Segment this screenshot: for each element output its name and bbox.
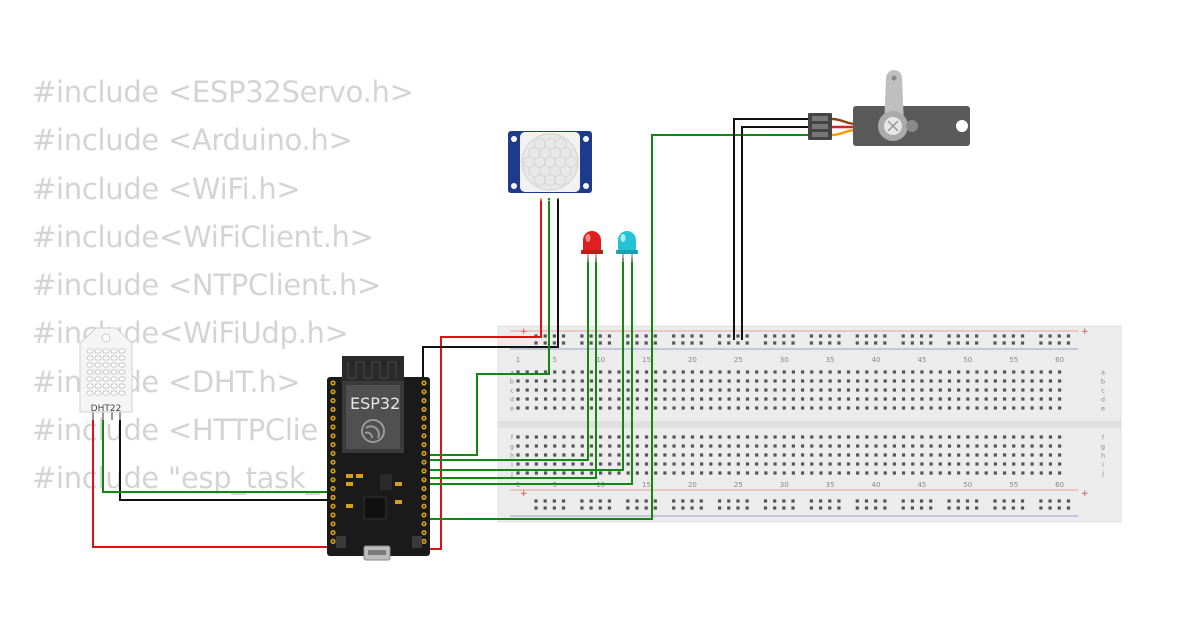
- breadboard-row-letter: i: [511, 461, 513, 469]
- wire-pir-data: [420, 198, 550, 456]
- led-red[interactable]: [581, 231, 603, 262]
- breadboard-row-letter: c: [510, 387, 514, 395]
- rail-plus-top-right: +: [1081, 327, 1089, 337]
- code-line: #include "esp_task_: [32, 461, 320, 496]
- wire-led-cyan-cathode: [420, 258, 633, 485]
- breadboard-column-number: 30: [780, 356, 789, 364]
- code-line: #include <Arduino.h>: [32, 123, 353, 158]
- breadboard-row-letter: h: [1101, 452, 1105, 460]
- breadboard-column-number: 35: [826, 356, 835, 364]
- wire-servo-gnd: [733, 118, 808, 340]
- wire-dht-vcc: [92, 415, 412, 548]
- esp32-board[interactable]: ESP32: [327, 356, 430, 561]
- breadboard-row-letter: e: [1101, 405, 1105, 413]
- breadboard-row-letter: d: [510, 396, 514, 404]
- esp32-pin-headers: [330, 380, 427, 545]
- breadboard-column-number: 55: [1009, 481, 1018, 489]
- wire-servo-signal: [420, 134, 808, 520]
- wire-pir-gnd: [422, 198, 559, 380]
- wire-led-cyan-anode: [420, 258, 624, 471]
- breadboard-column-number: 15: [642, 356, 651, 364]
- breadboard: 1155101015152020252530303535404045455050…: [497, 325, 1122, 523]
- pir-sensor[interactable]: + D −: [508, 131, 592, 203]
- breadboard-column-number: 50: [963, 481, 972, 489]
- pir-dome-pattern: [523, 137, 577, 187]
- wires: [92, 118, 808, 550]
- wire-led-red-cathode: [420, 258, 597, 479]
- led-cyan[interactable]: [616, 231, 638, 262]
- breadboard-column-number: 10: [596, 356, 605, 364]
- breadboard-column-number: 25: [734, 356, 743, 364]
- servo-motor[interactable]: [808, 70, 970, 146]
- wire-pir-vcc: [418, 198, 542, 550]
- code-line: #include <HTTPClie: [32, 413, 318, 448]
- pir-pin-label-vcc: +: [538, 195, 544, 203]
- breadboard-column-number: 60: [1055, 481, 1064, 489]
- breadboard-holes: [516, 334, 1071, 510]
- breadboard-column-number: 20: [688, 356, 697, 364]
- breadboard-row-letter: f: [1102, 434, 1105, 442]
- breadboard-row-letter: g: [1101, 443, 1105, 451]
- breadboard-column-number: 5: [552, 356, 556, 364]
- code-line: #include <DHT.h>: [32, 364, 301, 399]
- breadboard-row-letter: h: [510, 452, 514, 460]
- breadboard-column-number: 55: [1009, 356, 1018, 364]
- rail-plus-bottom-right: +: [1081, 489, 1089, 499]
- breadboard-row-letter: c: [1101, 387, 1105, 395]
- breadboard-column-number: 35: [826, 481, 835, 489]
- breadboard-row-letter: d: [1101, 396, 1105, 404]
- esp32-label: ESP32: [350, 394, 400, 413]
- dht-label: DHT22: [91, 404, 122, 414]
- code-line: #include <ESP32Servo.h>: [32, 75, 414, 109]
- dht-vent-grid: [86, 348, 126, 396]
- breadboard-row-letter: a: [510, 369, 514, 377]
- breadboard-column-number: 40: [872, 481, 881, 489]
- code-listing: #include <ESP32Servo.h> #include <Arduino…: [32, 68, 414, 503]
- wire-led-red-anode: [420, 258, 589, 461]
- breadboard-column-number: 60: [1055, 356, 1064, 364]
- breadboard-row-letter: b: [1101, 378, 1105, 386]
- breadboard-row-letter: g: [510, 443, 514, 451]
- pir-pin-label-gnd: −: [555, 195, 561, 203]
- wire-dht-data: [102, 415, 420, 493]
- pir-dome: [521, 133, 579, 191]
- rail-plus-top: +: [520, 327, 528, 337]
- breadboard-column-number: 25: [734, 481, 743, 489]
- breadboard-column-number: 45: [917, 481, 926, 489]
- breadboard-row-letter: b: [510, 378, 514, 386]
- breadboard-column-number: 20: [688, 481, 697, 489]
- breadboard-row-letter: e: [510, 405, 514, 413]
- wire-servo-vcc: [741, 126, 808, 340]
- wire-dht-gnd: [119, 420, 412, 501]
- breadboard-row-letter: i: [1102, 461, 1104, 469]
- breadboard-column-number: 45: [917, 356, 926, 364]
- code-line: #include <WiFi.h>: [32, 171, 301, 206]
- dht22-sensor[interactable]: DHT22: [79, 327, 133, 420]
- breadboard-row-letter: f: [511, 434, 514, 442]
- breadboard-column-number: 15: [642, 481, 651, 489]
- breadboard-row-letter: a: [1101, 369, 1105, 377]
- code-line: #include <NTPClient.h>: [32, 268, 382, 303]
- breadboard-column-number: 50: [963, 356, 972, 364]
- code-line: #include<WiFiClient.h>: [32, 219, 374, 254]
- breadboard-column-number: 1: [516, 356, 520, 364]
- rail-plus-bottom: +: [520, 489, 528, 499]
- espressif-logo-icon: [361, 419, 385, 443]
- breadboard-column-number: 40: [872, 356, 881, 364]
- breadboard-row-letter: j: [510, 470, 513, 478]
- breadboard-row-letter: j: [1101, 470, 1104, 478]
- breadboard-column-number: 30: [780, 481, 789, 489]
- pir-pin-label-data: D: [546, 195, 551, 203]
